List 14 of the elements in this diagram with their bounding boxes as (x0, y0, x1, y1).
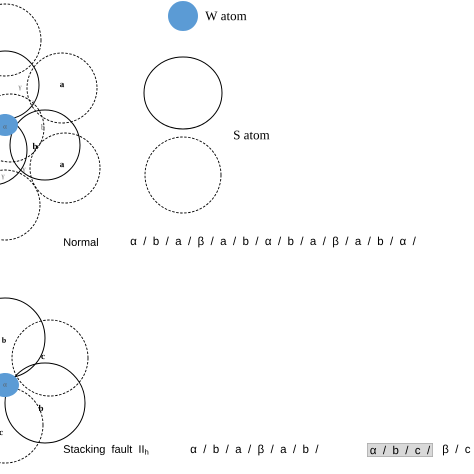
legend-label: S atom (234, 130, 270, 140)
stacking-sequence: α / b / a / β / a / b / α / b / a / β / a / b / α / (130, 236, 416, 248)
atom-letter: c (41, 354, 45, 360)
atom-letter: b (32, 142, 38, 150)
atom-letter: b (38, 404, 44, 412)
row-title: Normal (64, 238, 98, 246)
atom-letter: a (60, 162, 64, 168)
atom-letter: b (41, 124, 45, 130)
atom-letter: b (2, 337, 6, 343)
stacking-sequence: α / b / a / β / a / b / (190, 444, 318, 456)
row-title: Stacking fault II$_{h}$ (64, 444, 148, 456)
atom-letter: a (60, 82, 64, 88)
highlight-box: α / b / c / (367, 443, 433, 457)
legend-label: W atom (205, 12, 247, 20)
